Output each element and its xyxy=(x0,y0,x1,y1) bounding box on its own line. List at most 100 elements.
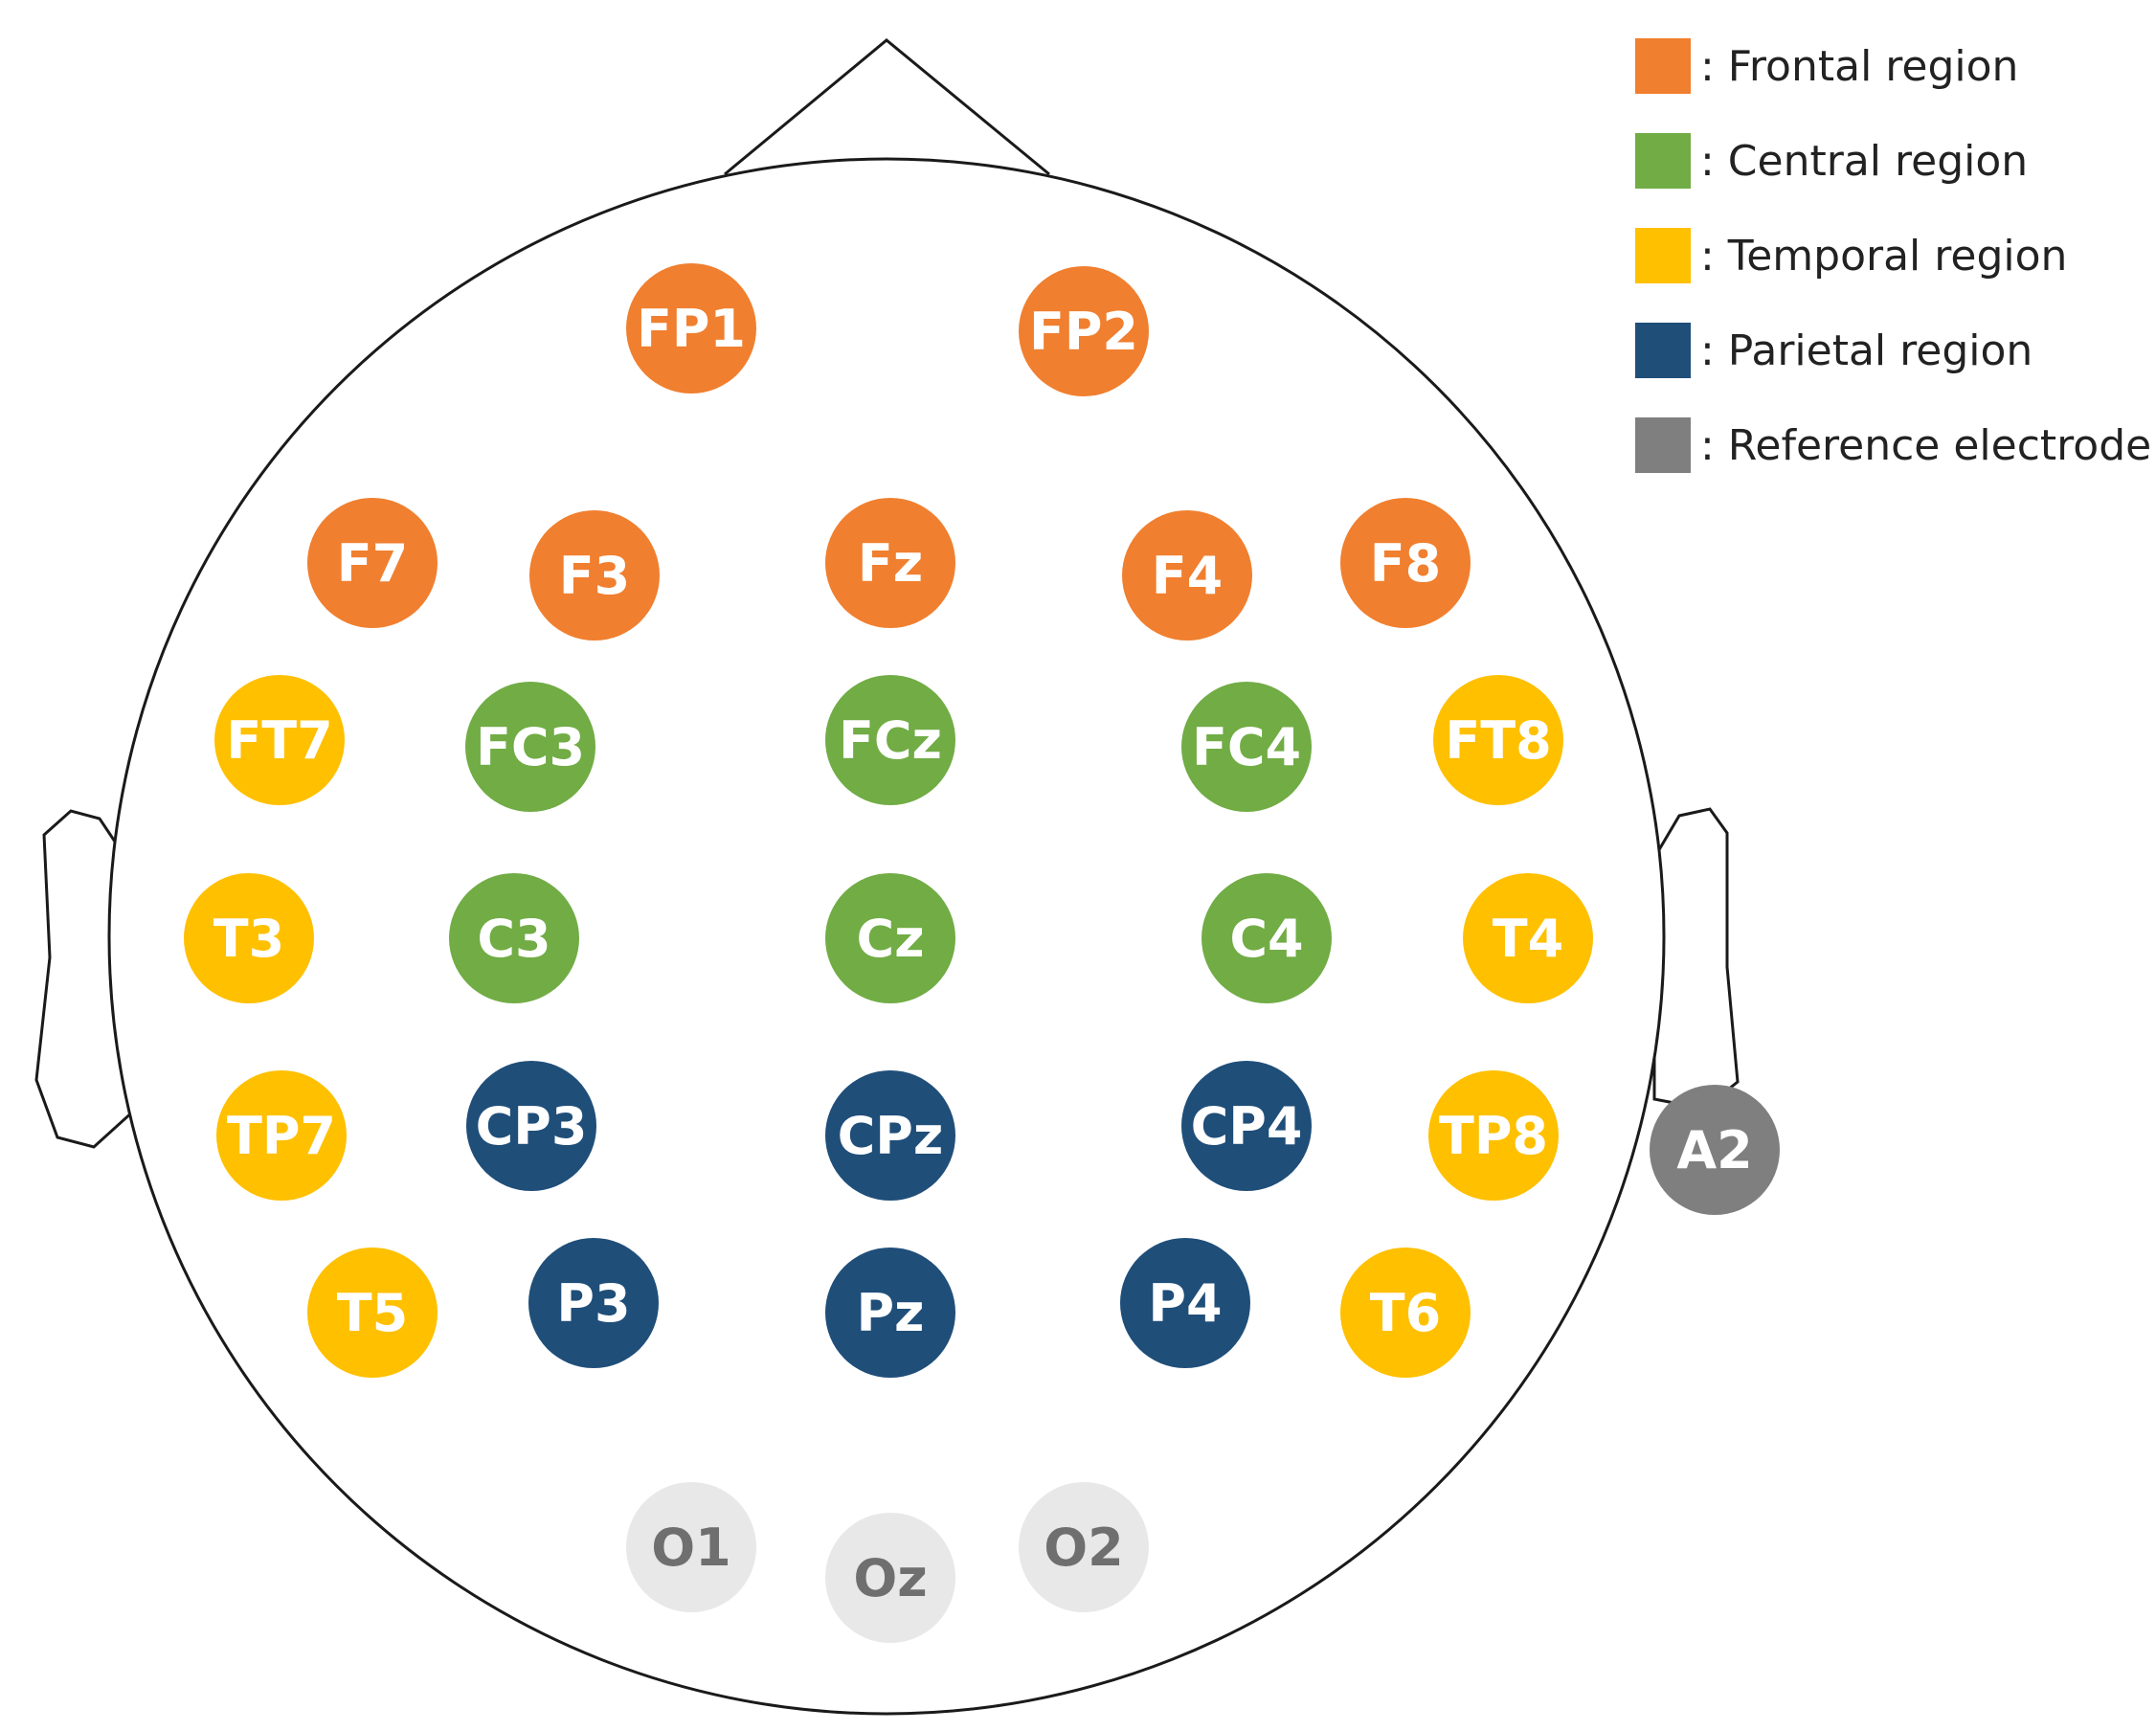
electrode-label-fc4: FC4 xyxy=(1192,717,1301,777)
electrode-circle-t4 xyxy=(1463,873,1593,1003)
electrode-a2: A2 xyxy=(1650,1085,1780,1215)
electrode-p3: P3 xyxy=(528,1238,659,1368)
electrode-t3: T3 xyxy=(184,873,314,1003)
electrode-label-c3: C3 xyxy=(477,909,550,969)
electrode-tp8: TP8 xyxy=(1428,1070,1559,1201)
electrode-f8: F8 xyxy=(1340,498,1471,628)
electrode-f4: F4 xyxy=(1122,510,1252,641)
electrode-circle-fcz xyxy=(825,675,955,805)
legend-label-reference: : Reference electrode xyxy=(1700,420,2152,470)
legend-label-parietal: : Parietal region xyxy=(1700,326,2033,375)
electrode-label-p3: P3 xyxy=(556,1273,630,1334)
electrode-t4: T4 xyxy=(1463,873,1593,1003)
electrode-label-fc3: FC3 xyxy=(476,717,585,777)
legend-item-temporal: : Temporal region xyxy=(1635,228,2151,283)
legend-item-central: : Central region xyxy=(1635,133,2151,189)
electrode-label-fp2: FP2 xyxy=(1029,302,1138,362)
electrode-circle-f3 xyxy=(529,510,660,641)
electrode-label-f8: F8 xyxy=(1370,533,1441,594)
electrode-label-p4: P4 xyxy=(1148,1273,1222,1334)
electrode-label-cp4: CP4 xyxy=(1191,1096,1303,1157)
electrode-fp2: FP2 xyxy=(1019,266,1149,396)
electrode-circle-cp4 xyxy=(1181,1061,1312,1191)
electrode-circle-p4 xyxy=(1120,1238,1250,1368)
electrode-cz: Cz xyxy=(825,873,955,1003)
legend: : Frontal region : Central region : Temp… xyxy=(1635,38,2151,512)
electrode-label-pz: Pz xyxy=(856,1283,924,1343)
electrode-f7: F7 xyxy=(307,498,438,628)
electrode-label-ft8: FT8 xyxy=(1445,710,1551,771)
legend-item-reference: : Reference electrode xyxy=(1635,417,2151,473)
electrode-label-c4: C4 xyxy=(1229,909,1303,969)
electrode-o1: O1 xyxy=(626,1482,756,1612)
legend-item-parietal: : Parietal region xyxy=(1635,323,2151,378)
electrode-label-ft7: FT7 xyxy=(226,710,332,771)
electrode-circle-cz xyxy=(825,873,955,1003)
electrode-p4: P4 xyxy=(1120,1238,1250,1368)
legend-item-frontal: : Frontal region xyxy=(1635,38,2151,94)
electrode-cpz: CPz xyxy=(825,1070,955,1201)
electrode-circle-t6 xyxy=(1340,1248,1471,1378)
electrode-ft7: FT7 xyxy=(214,675,345,805)
electrode-label-a2: A2 xyxy=(1676,1120,1752,1180)
electrode-label-fcz: FCz xyxy=(839,710,942,771)
legend-label-central: : Central region xyxy=(1700,136,2029,186)
legend-swatch-reference xyxy=(1635,417,1691,473)
electrode-circle-pz xyxy=(825,1248,955,1378)
electrode-label-o1: O1 xyxy=(651,1517,730,1578)
right-ear xyxy=(1652,807,1740,1111)
electrode-o2: O2 xyxy=(1019,1482,1149,1612)
electrode-circle-o2 xyxy=(1019,1482,1149,1612)
electrode-circle-fc3 xyxy=(465,682,595,812)
electrode-circle-fp1 xyxy=(626,263,756,393)
electrode-label-cz: Cz xyxy=(856,909,924,969)
legend-swatch-temporal xyxy=(1635,228,1691,283)
electrode-label-f4: F4 xyxy=(1152,546,1223,606)
electrode-label-t5: T5 xyxy=(337,1283,408,1343)
electrode-circle-f4 xyxy=(1122,510,1252,641)
electrode-label-oz: Oz xyxy=(853,1548,927,1608)
electrode-circle-tp7 xyxy=(216,1070,347,1201)
electrode-fp1: FP1 xyxy=(626,263,756,393)
electrode-circle-f7 xyxy=(307,498,438,628)
electrode-label-t3: T3 xyxy=(213,909,284,969)
electrode-circle-ft8 xyxy=(1433,675,1563,805)
electrode-circle-o1 xyxy=(626,1482,756,1612)
electrode-label-cpz: CPz xyxy=(838,1106,944,1166)
electrode-circle-fc4 xyxy=(1181,682,1312,812)
electrode-cp3: CP3 xyxy=(466,1061,596,1191)
electrode-circle-cpz xyxy=(825,1070,955,1201)
electrode-fz: Fz xyxy=(825,498,955,628)
electrode-oz: Oz xyxy=(825,1513,955,1643)
electrode-circle-fz xyxy=(825,498,955,628)
electrode-circle-c3 xyxy=(449,873,579,1003)
electrode-label-t6: T6 xyxy=(1370,1283,1441,1343)
legend-swatch-frontal xyxy=(1635,38,1691,94)
electrode-circle-tp8 xyxy=(1428,1070,1559,1201)
electrode-circle-fp2 xyxy=(1019,266,1149,396)
electrode-label-cp3: CP3 xyxy=(476,1096,588,1157)
electrode-c4: C4 xyxy=(1202,873,1332,1003)
electrode-label-tp7: TP7 xyxy=(227,1106,336,1166)
electrode-label-f7: F7 xyxy=(337,533,408,594)
electrode-circle-cp3 xyxy=(466,1061,596,1191)
electrode-circle-p3 xyxy=(528,1238,659,1368)
electrode-tp7: TP7 xyxy=(216,1070,347,1201)
electrode-label-f3: F3 xyxy=(559,546,630,606)
electrode-label-fz: Fz xyxy=(858,533,923,594)
electrode-circle-oz xyxy=(825,1513,955,1643)
electrode-fc4: FC4 xyxy=(1181,682,1312,812)
electrode-t5: T5 xyxy=(307,1248,438,1378)
electrode-f3: F3 xyxy=(529,510,660,641)
electrode-label-fp1: FP1 xyxy=(637,299,746,359)
electrode-fcz: FCz xyxy=(825,675,955,805)
electrode-circle-c4 xyxy=(1202,873,1332,1003)
legend-label-frontal: : Frontal region xyxy=(1700,41,2019,91)
electrode-pz: Pz xyxy=(825,1248,955,1378)
electrode-circle-t5 xyxy=(307,1248,438,1378)
electrode-label-o2: O2 xyxy=(1044,1517,1123,1578)
legend-label-temporal: : Temporal region xyxy=(1700,231,2068,281)
electrode-label-t4: T4 xyxy=(1493,909,1563,969)
